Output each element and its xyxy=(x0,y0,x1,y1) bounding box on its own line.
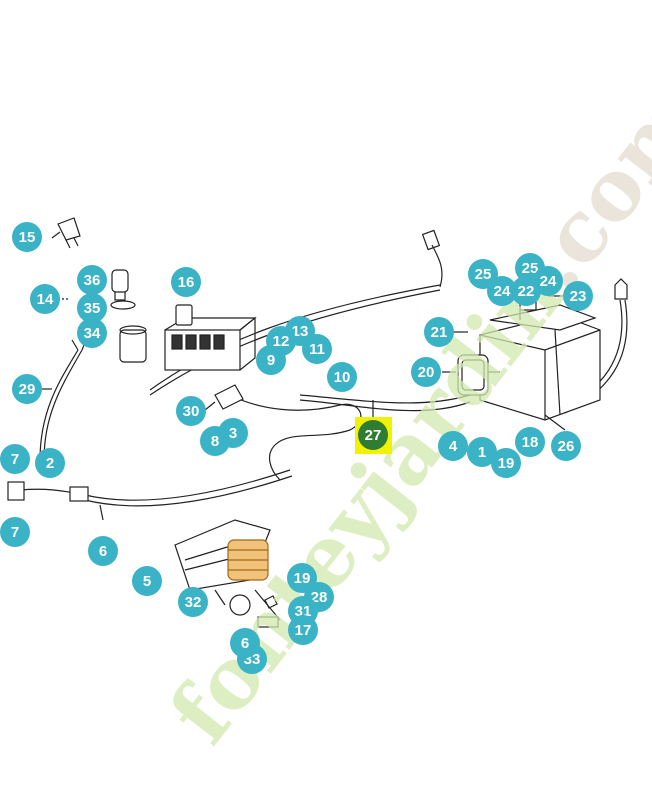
part-callout-4[interactable]: 4 xyxy=(438,431,468,461)
left-cable xyxy=(39,349,79,461)
part-callout-7-top[interactable]: 7 xyxy=(0,444,30,474)
part-callout-11[interactable]: 11 xyxy=(302,334,332,364)
main-cable xyxy=(149,284,441,391)
bottom-cable xyxy=(84,469,291,501)
part-callout-36[interactable]: 36 xyxy=(77,265,107,295)
part-callout-16[interactable]: 16 xyxy=(171,267,201,297)
part-callout-17[interactable]: 17 xyxy=(288,615,318,645)
part-callout-23[interactable]: 23 xyxy=(563,281,593,311)
top-connector xyxy=(421,229,441,251)
connector-30 xyxy=(214,384,244,410)
part-callout-10[interactable]: 10 xyxy=(327,362,357,392)
left-cable-2 xyxy=(43,349,83,461)
part-callout-32[interactable]: 32 xyxy=(178,587,208,617)
part-callout-5[interactable]: 5 xyxy=(132,566,162,596)
part-callout-26[interactable]: 26 xyxy=(551,431,581,461)
part-callout-14[interactable]: 14 xyxy=(30,284,60,314)
solenoid-drawing xyxy=(457,354,500,396)
part-callout-15[interactable]: 15 xyxy=(12,222,42,252)
relay-drawing xyxy=(119,329,147,363)
battery-drawing xyxy=(479,299,601,421)
right-ring-terminal xyxy=(614,278,628,300)
washer-35 xyxy=(110,300,136,310)
mid-connector xyxy=(69,486,89,502)
starter-drawing xyxy=(174,519,281,628)
part-callout-2[interactable]: 2 xyxy=(35,448,65,478)
part-callout-21[interactable]: 21 xyxy=(424,317,454,347)
fuse-box-drawing xyxy=(164,304,257,371)
leader-26 xyxy=(544,414,566,431)
center-harness xyxy=(229,394,362,446)
plug-drawing xyxy=(57,217,81,249)
part-callout-12[interactable]: 12 xyxy=(266,326,296,356)
left-connector xyxy=(7,481,25,501)
part-callout-34[interactable]: 34 xyxy=(77,318,107,348)
part-callout-7-bottom[interactable]: 7 xyxy=(0,517,30,547)
bottom-cable-2 xyxy=(84,475,293,507)
part-callout-18[interactable]: 18 xyxy=(515,427,545,457)
part-callout-24-left[interactable]: 24 xyxy=(487,276,517,306)
top-connector-cable xyxy=(431,244,443,288)
part-callout-30[interactable]: 30 xyxy=(176,396,206,426)
part-callout-3[interactable]: 3 xyxy=(218,418,248,448)
part-callout-29[interactable]: 29 xyxy=(12,374,42,404)
part-callout-27-selected[interactable]: 27 xyxy=(358,420,388,450)
part-callout-6[interactable]: 6 xyxy=(88,536,118,566)
part-callout-20[interactable]: 20 xyxy=(411,357,441,387)
tie-6 xyxy=(99,504,104,521)
part-callout-19-right[interactable]: 19 xyxy=(491,448,521,478)
leader-15 xyxy=(51,231,61,239)
part-callout-24-right[interactable]: 24 xyxy=(533,266,563,296)
part-callout-19-bottom[interactable]: 19 xyxy=(287,563,317,593)
battery-cable xyxy=(299,394,471,404)
key-switch-drawing xyxy=(111,269,129,301)
battery-cable-2 xyxy=(299,399,471,412)
leader-30 xyxy=(204,401,216,411)
part-callout-6-bottom[interactable]: 6 xyxy=(230,628,260,658)
